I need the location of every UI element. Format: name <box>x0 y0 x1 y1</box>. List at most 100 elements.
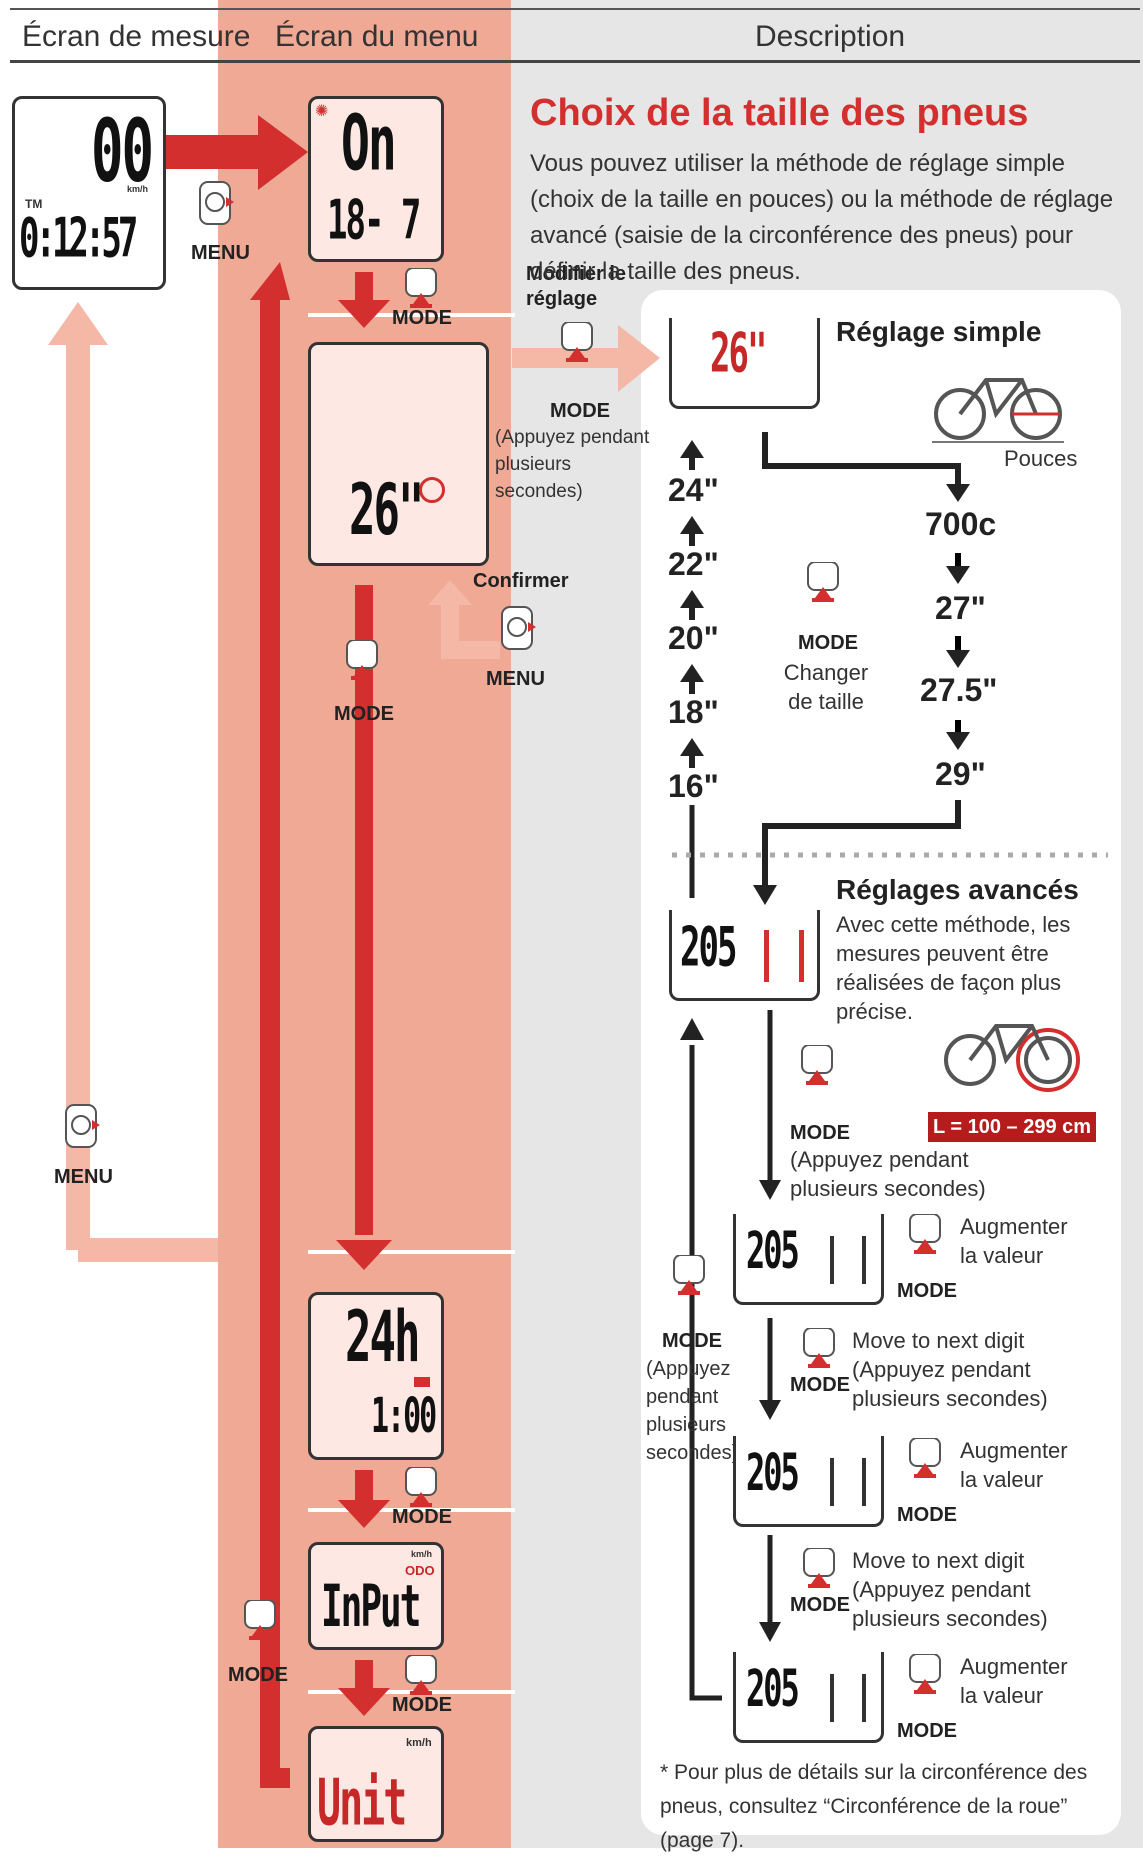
cursor-bracket <box>830 1458 866 1506</box>
pouces-label: Pouces <box>1004 446 1078 471</box>
clock-format: 24h <box>345 1297 420 1379</box>
mode-label: MODE <box>228 1664 288 1686</box>
menu-separator <box>308 1250 515 1254</box>
menu-clock-display: 24h 1:00 <box>308 1292 444 1460</box>
measure-speed: 00 <box>91 101 154 202</box>
description-body: Vous pouvez utiliser la méthode de régla… <box>530 150 1114 285</box>
size-700c: 700c <box>925 506 997 542</box>
menu-unit-display: km/h Unit <box>308 1726 444 1842</box>
advanced-value: 205 <box>746 1658 800 1719</box>
advanced-desc: Avec cette méthode, les mesures peuvent … <box>836 912 1071 1024</box>
mode-label: MODE <box>550 400 610 422</box>
next-digit-hold: (Appuyez pendant plusieurs secondes) <box>852 1357 1048 1411</box>
menu-separator <box>308 313 515 317</box>
input-odo: ODO <box>405 1563 435 1578</box>
simple-title: Réglage simple <box>836 316 1042 347</box>
menu-label: MENU <box>191 242 250 264</box>
on-date: 18- 7 <box>327 189 421 253</box>
range-badge: L = 100 – 299 cm <box>928 1112 1096 1142</box>
clock-time: 1:00 <box>371 1389 437 1445</box>
advanced-hold-note: (Appuyez pendant plusieurs secondes) <box>790 1147 986 1201</box>
advanced-display-step1: 205 <box>733 1214 884 1305</box>
mode-label: MODE <box>392 307 452 329</box>
mode-label: MODE <box>897 1504 957 1526</box>
size-27: 27" <box>935 590 986 626</box>
on-text: On <box>341 99 397 189</box>
mode-label: MODE <box>897 1280 957 1302</box>
cursor-bracket <box>830 1236 866 1284</box>
bicycle-icon <box>944 1024 1080 1092</box>
advanced-value: 205 <box>746 1442 800 1503</box>
hold-note: (Appuyez pendant plusieurs secondes) <box>495 427 650 502</box>
unit-units: km/h <box>406 1737 432 1749</box>
menu-label: MENU <box>486 668 545 690</box>
advanced-display: 205 <box>669 910 820 1001</box>
menu-on-display: ✺ On 18- 7 <box>308 96 444 262</box>
mode-label: MODE <box>790 1594 850 1616</box>
menu-separator <box>308 1508 515 1512</box>
mode-button-icon[interactable] <box>404 268 440 314</box>
header-menu: Écran du menu <box>275 20 479 53</box>
size-22: 22" <box>668 546 719 582</box>
mode-button-icon[interactable] <box>908 1654 944 1700</box>
next-digit-label: Move to next digit <box>852 1328 1025 1353</box>
confirm-label: Confirmer <box>473 570 569 592</box>
advanced-value: 205 <box>746 1220 800 1281</box>
wheel-icon <box>419 477 445 503</box>
increase-label: Augmenter la valeur <box>960 1654 1068 1708</box>
menu-tire-display: 26" <box>308 342 489 566</box>
measure-display: 00 km/h TM 0:12:57 <box>12 96 166 290</box>
mode-button-icon[interactable] <box>672 1255 708 1301</box>
left-hold-note: (Appuyez pendant plusieurs secondes) <box>646 1358 739 1464</box>
mode-button-icon[interactable] <box>800 1045 836 1091</box>
menu-button-icon[interactable] <box>500 605 536 651</box>
increase-label: Augmenter la valeur <box>960 1214 1068 1268</box>
unit-text: Unit <box>317 1767 407 1841</box>
mode-button-icon[interactable] <box>802 1328 838 1374</box>
advanced-display-step2: 205 <box>733 1436 884 1527</box>
size-24: 24" <box>668 472 719 508</box>
menu-label: MENU <box>54 1166 113 1188</box>
mode-label: MODE <box>798 632 858 654</box>
input-text: InPut <box>321 1575 421 1641</box>
advanced-display-step3: 205 <box>733 1652 884 1743</box>
size-29: 29" <box>935 756 986 792</box>
mode-button-icon[interactable] <box>908 1214 944 1260</box>
measure-speed-unit: km/h <box>127 184 149 194</box>
next-digit-label: Move to next digit <box>852 1548 1025 1573</box>
mode-label: MODE <box>392 1694 452 1716</box>
advanced-title: Réglages avancés <box>836 874 1079 905</box>
mode-label: MODE <box>897 1720 957 1742</box>
simple-tire-display: 26" <box>669 318 820 409</box>
mode-button-icon[interactable] <box>802 1548 838 1594</box>
increase-label: Augmenter la valeur <box>960 1438 1068 1492</box>
size-27-5: 27.5" <box>920 672 998 708</box>
mode-label: MODE <box>790 1374 850 1396</box>
mode-button-icon[interactable] <box>243 1600 279 1646</box>
mode-button-icon[interactable] <box>404 1467 440 1513</box>
menu-button-icon[interactable] <box>198 180 234 226</box>
header-top-rule <box>10 8 1140 10</box>
cursor-bracket <box>764 930 804 982</box>
mode-button-icon[interactable] <box>345 640 381 686</box>
mode-button-icon[interactable] <box>908 1438 944 1484</box>
tire-size: 26" <box>349 470 424 552</box>
next-digit-hold: (Appuyez pendant plusieurs secondes) <box>852 1577 1048 1631</box>
mode-button-icon[interactable] <box>806 562 842 608</box>
mode-button-icon[interactable] <box>404 1655 440 1701</box>
change-size-label: Changer de taille <box>783 660 869 714</box>
description-title: Choix de la taille des pneus <box>530 92 1029 134</box>
menu-input-display: km/h ODO InPut <box>308 1542 444 1650</box>
mode-button-icon[interactable] <box>560 322 596 368</box>
sun-icon: ✺ <box>315 103 329 120</box>
measure-tm-label: TM <box>25 197 43 211</box>
mode-label: MODE <box>662 1330 722 1352</box>
header-measure: Écran de mesure <box>22 20 251 53</box>
cursor-bracket <box>830 1674 866 1722</box>
menu-button-icon[interactable] <box>64 1103 100 1149</box>
simple-tire-value: 26" <box>710 322 767 386</box>
mode-label: MODE <box>790 1122 850 1144</box>
mode-label: MODE <box>392 1506 452 1528</box>
clock-icon <box>414 1377 430 1387</box>
